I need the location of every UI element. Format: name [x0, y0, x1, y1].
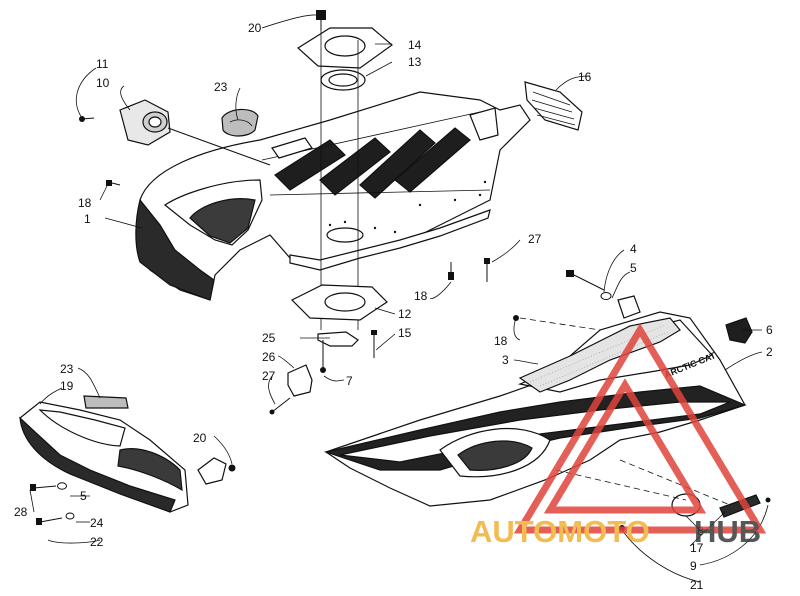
callout-1: 1	[84, 212, 91, 226]
screw-20-top	[316, 10, 326, 30]
callout-7: 7	[346, 374, 353, 388]
screw-11	[79, 116, 95, 122]
bolt-4	[566, 270, 605, 291]
screw-18-mid	[448, 262, 454, 280]
watermark: AUTOMOTO HUB	[470, 323, 767, 549]
callout-18-mid: 18	[414, 289, 428, 303]
callout-14: 14	[408, 38, 422, 52]
callout-23-lower: 23	[60, 362, 74, 376]
screw-7	[320, 340, 326, 373]
bumper-6	[725, 317, 753, 344]
rivet-27-mid	[269, 397, 291, 415]
callout-5-lower: 5	[80, 489, 87, 503]
bracket-25	[317, 331, 359, 347]
callout-labels: 20 14 13 11 10 23 16 18 1 27 4 5 18 12 1…	[14, 21, 773, 592]
callout-15: 15	[398, 326, 412, 340]
callout-3: 3	[502, 353, 509, 367]
callout-5-upper: 5	[630, 261, 637, 275]
washer-5-upper	[600, 292, 612, 300]
callout-13: 13	[408, 55, 422, 69]
vent-grille-16	[524, 81, 583, 131]
belly-pan-upper	[135, 91, 531, 301]
watermark-triangle-icon	[513, 323, 767, 534]
decal-plug-23-lower	[83, 395, 129, 409]
callout-22: 22	[90, 535, 104, 549]
callout-26: 26	[262, 350, 276, 364]
mount-plate-14	[297, 27, 393, 69]
callout-20-top: 20	[248, 21, 262, 35]
callout-9: 9	[690, 559, 697, 573]
decal-plug-23-upper	[221, 108, 259, 137]
mount-plate-12	[290, 284, 388, 321]
leader-lines	[29, 14, 769, 583]
callout-25: 25	[262, 331, 276, 345]
callout-19: 19	[60, 379, 74, 393]
callout-11: 11	[96, 57, 109, 71]
callout-6: 6	[766, 323, 773, 337]
callout-28: 28	[14, 505, 28, 519]
clamp-26	[287, 364, 313, 397]
callout-18-upper: 18	[78, 196, 92, 210]
callout-20-lower: 20	[193, 431, 207, 445]
callout-21: 21	[690, 578, 704, 592]
callout-23-upper: 23	[214, 80, 228, 94]
bracket-4	[617, 295, 641, 319]
callout-2: 2	[766, 345, 773, 359]
screw-18-upper	[106, 180, 121, 186]
knob-20-lower	[197, 457, 236, 485]
steering-grommet-cup	[119, 99, 271, 166]
rivet-27-upper	[484, 258, 490, 282]
gasket-13	[320, 69, 366, 91]
washer-5-lower	[57, 482, 67, 490]
callout-12: 12	[398, 307, 412, 321]
callout-18-lower: 18	[494, 334, 508, 348]
washer-24	[65, 512, 75, 520]
bolt-22	[36, 517, 63, 525]
watermark-text-hub: HUB	[694, 514, 761, 549]
screw-15	[371, 330, 377, 358]
callout-4: 4	[630, 242, 637, 256]
bolt-28	[30, 484, 57, 491]
watermark-text-main: AUTOMOTO	[470, 514, 650, 549]
callout-10: 10	[96, 76, 110, 90]
callout-27-upper: 27	[528, 232, 542, 246]
belly-pan-lower	[19, 401, 189, 513]
callout-17: 17	[690, 541, 704, 555]
callout-24: 24	[90, 516, 104, 530]
callout-27-mid: 27	[262, 369, 276, 383]
callout-16: 16	[578, 70, 592, 84]
